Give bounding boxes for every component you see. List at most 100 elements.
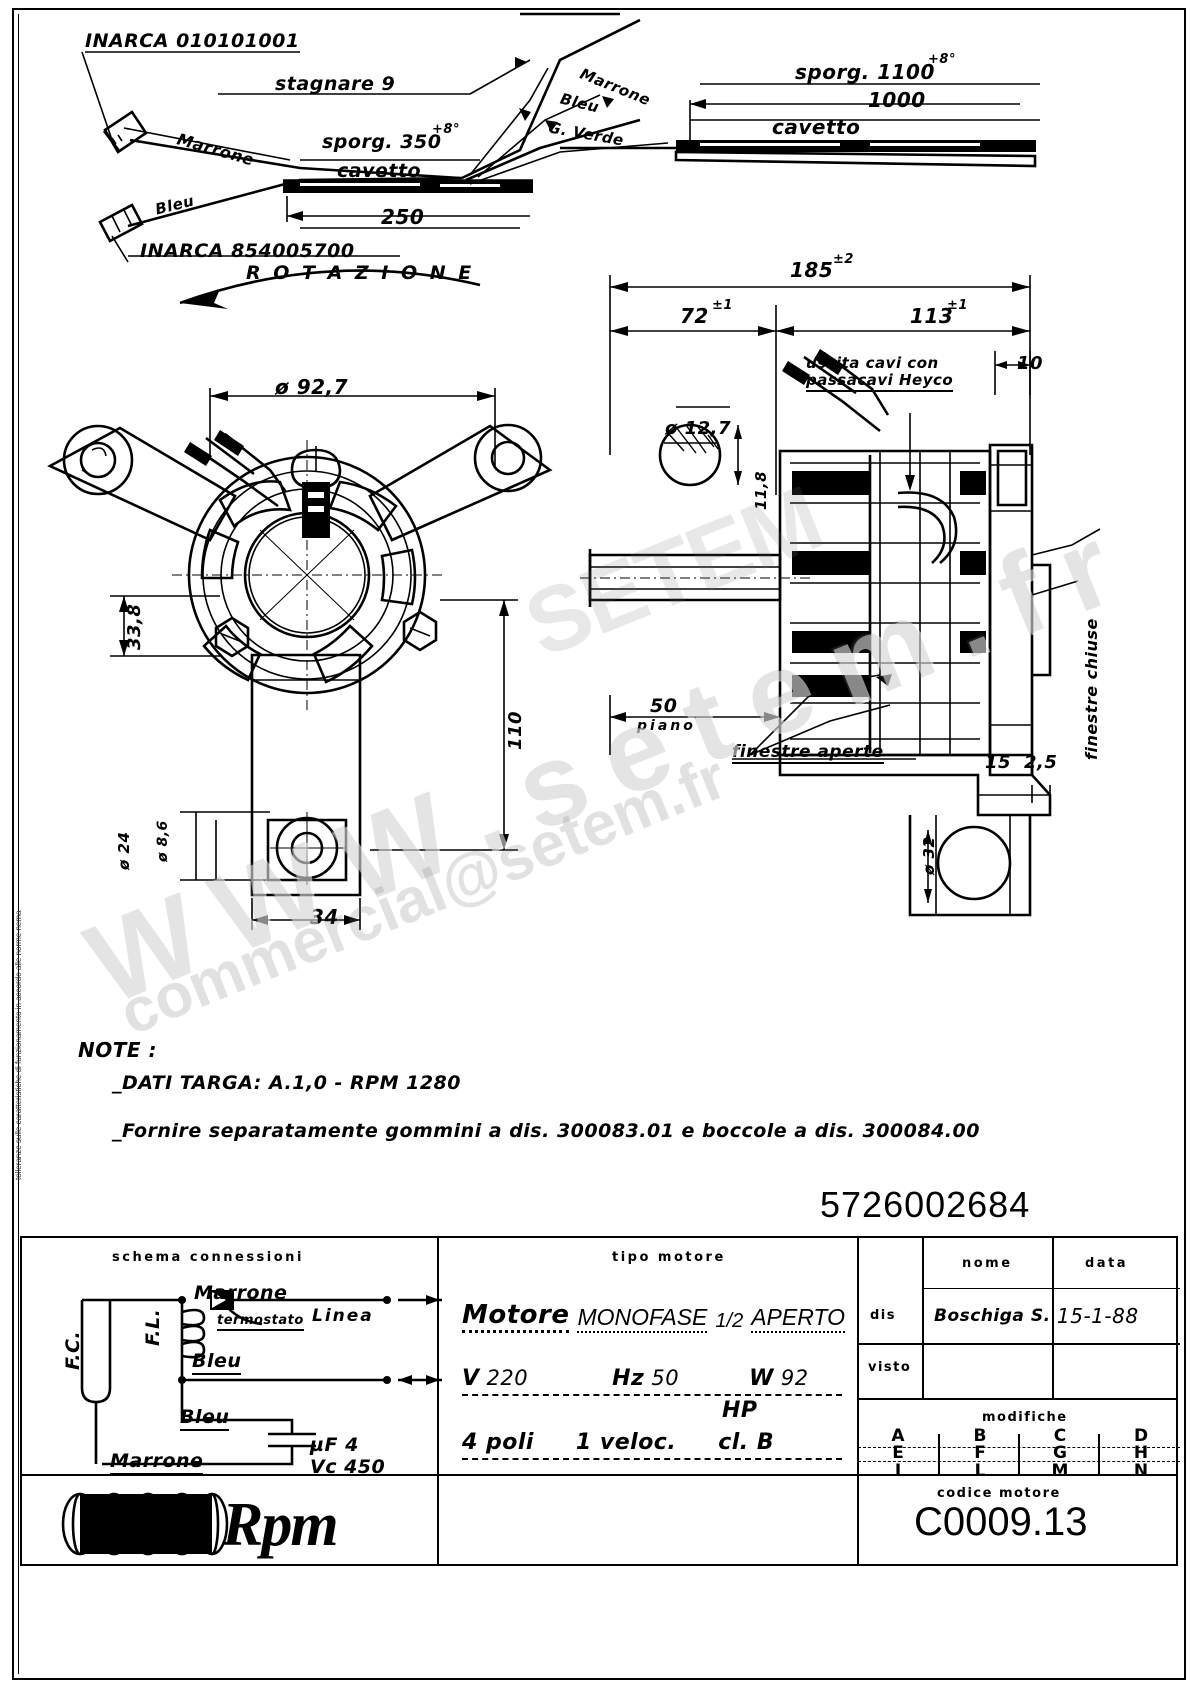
mod-letter-c: C [1053, 1426, 1067, 1447]
note-windows-open: finestre aperte [732, 742, 884, 764]
drawing-number: 5726002684 [820, 1184, 1031, 1225]
note-cable-exit: uscita cavi con passacavi Heyco [806, 354, 954, 392]
schema-cap-uf: µF 4 [310, 1434, 359, 1456]
class-label: cl. B [718, 1430, 775, 1455]
speeds-label: 1 veloc. [575, 1430, 677, 1455]
label-cavetto-right: cavetto [772, 115, 861, 139]
rotation-arrow [179, 269, 481, 309]
notes-line-2: _Fornire separatamente gommini a dis. 30… [112, 1120, 980, 1142]
tb-divider-4 [1052, 1238, 1054, 1398]
mod-col-c: C G M [1018, 1427, 1100, 1480]
codice-motore-header: codice motore [937, 1486, 1061, 1501]
motore-line: Motore MONOFASE 1/2 APERTO [462, 1300, 845, 1333]
tipo-motore-header: tipo motore [612, 1250, 726, 1265]
dim-mount-dia: ø 32 [920, 836, 938, 875]
dim-113-tol: ±1 [947, 298, 968, 313]
label-inarca-bottom: INARCA 854005700 [140, 240, 355, 262]
tb-divider-3 [922, 1238, 924, 1398]
v-label: V [462, 1366, 480, 1391]
motore-type: MONOFASE [577, 1304, 708, 1333]
dim-185: 185 [790, 258, 834, 282]
mod-letter-d: D [1133, 1426, 1149, 1447]
dim-plane-50: 50 [650, 695, 678, 717]
mod-col-d: D H N [1098, 1427, 1182, 1480]
schema-termostato: termostato [217, 1313, 304, 1331]
schema-cap-vc: Vc 450 [310, 1456, 386, 1478]
dim-72-tol: ±1 [712, 298, 733, 313]
schema-marrone-top: Marrone [194, 1282, 288, 1304]
dim-plane-label: piano [637, 718, 696, 734]
motore-label: Motore [462, 1300, 570, 1333]
dis-nome-value: Boschiga S. [934, 1306, 1051, 1326]
w-label: W [749, 1366, 774, 1391]
tb-row-bottom [22, 1474, 1176, 1476]
mod-letter-e: E [892, 1443, 904, 1464]
schema-linea-label: Linea [312, 1306, 374, 1326]
mod-letter-g: G [1053, 1443, 1067, 1464]
data-header: data [1085, 1256, 1129, 1271]
dim-bolt-circle: ø 92,7 [275, 375, 349, 399]
tb-divider-1 [437, 1238, 439, 1564]
note-windows-closed: finestre chiuse [1082, 618, 1101, 760]
motore-poles-line: 4 poli 1 veloc. cl. B [462, 1430, 842, 1460]
label-sporg-350-tol: +8° [432, 122, 460, 137]
label-dim-1000: 1000 [868, 88, 926, 112]
hz-value: 50 [651, 1366, 680, 1390]
dim-10: 10 [1017, 353, 1044, 374]
tb-row-dis-visto [857, 1343, 1180, 1345]
title-block: schema connessioni [20, 1236, 1182, 1566]
motor-side-view [580, 275, 1101, 917]
sheet-border-inner [18, 14, 1180, 1674]
motor-code-value: C0009.13 [914, 1500, 1088, 1544]
dim-110: 110 [505, 710, 526, 750]
tb-row-nome-sep [922, 1288, 1180, 1289]
rpm-logo-text: Rpm [222, 1491, 339, 1559]
poles-label: 4 poli [462, 1430, 534, 1455]
schema-bleu-bottom: Bleu [180, 1406, 230, 1431]
visto-label: visto [868, 1360, 912, 1375]
hz-label: Hz [612, 1366, 645, 1391]
dim-72: 72 [680, 304, 709, 328]
mod-letter-m: M [1051, 1460, 1069, 1481]
modifiche-grid: A E I B F L C G M D H N [858, 1427, 1182, 1480]
tb-divider-2 [857, 1238, 859, 1564]
schema-bleu-top: Bleu [192, 1350, 242, 1375]
dim-bore-24: ø 24 [115, 831, 133, 870]
dim-shaft-dia: ø 12,7 [665, 418, 732, 439]
tb-row-modifiche [857, 1398, 1176, 1400]
schema-fl-label: F.L. [142, 1308, 164, 1346]
dim-2-5: 2,5 [1024, 752, 1058, 773]
nome-header: nome [962, 1256, 1013, 1271]
schema-marrone-bottom: Marrone [110, 1450, 204, 1475]
mod-col-b: B F L [938, 1427, 1020, 1480]
dim-34: 34 [310, 905, 339, 929]
mod-letter-l: L [974, 1460, 986, 1481]
schema-header: schema connessioni [112, 1250, 304, 1265]
dis-label: dis [870, 1308, 896, 1323]
mod-letter-i: I [894, 1460, 902, 1481]
hp-label: HP [722, 1398, 758, 1423]
cable-harness-drawing [81, 12, 1040, 263]
notes-line-1: _DATI TARGA: A.1,0 - RPM 1280 [112, 1072, 461, 1094]
motore-fraction: 1/2 [715, 1310, 744, 1332]
label-stagnare: stagnare 9 [275, 73, 396, 95]
modifiche-header: modifiche [982, 1410, 1068, 1425]
dim-185-tol: ±2 [833, 252, 854, 267]
wiring-schematic [80, 1290, 442, 1466]
motore-electrical-line: V 220 Hz 50 W 92 [462, 1366, 842, 1396]
margin-tolerance-note: tolleranze sulle caratteristiche di funz… [14, 910, 23, 1180]
notes-title: NOTE : [78, 1038, 158, 1062]
dim-bore-8-6: ø 8,6 [155, 820, 171, 862]
label-inarca-top: INARCA 010101001 [85, 30, 300, 52]
label-rotazione: R O T A Z I O N E [246, 262, 475, 284]
w-value: 92 [780, 1366, 809, 1390]
label-sporg-350: sporg. 350 [322, 131, 442, 153]
mod-col-a: A E I [858, 1427, 938, 1479]
mod-letter-b: B [973, 1426, 987, 1447]
v-value: 220 [486, 1366, 529, 1390]
label-cavetto-left: cavetto [337, 160, 422, 182]
mod-letter-h: H [1133, 1443, 1149, 1464]
schema-fc-label: F.C. [62, 1330, 84, 1370]
label-dim-250: 250 [381, 205, 425, 229]
mod-letter-f: F [974, 1443, 986, 1464]
